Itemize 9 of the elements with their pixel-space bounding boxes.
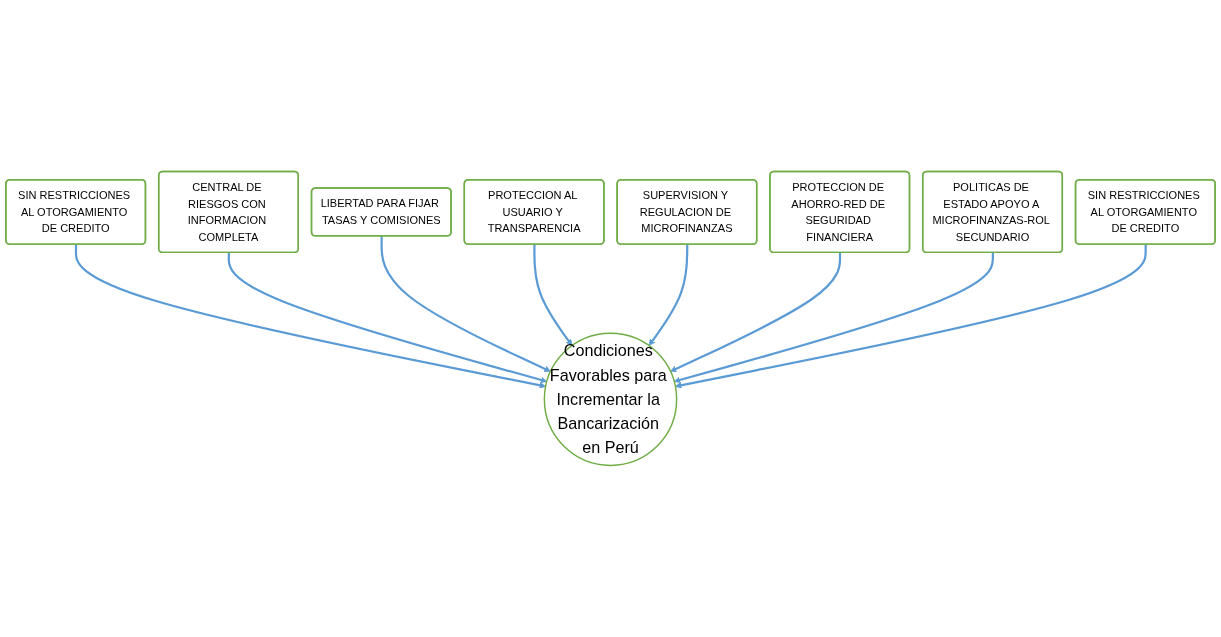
arrow: [227, 252, 548, 384]
arrow: [74, 244, 546, 389]
node-circle: Condiciones Favorables para Incrementar la Bancarización en Perú: [543, 332, 678, 467]
arrow: [673, 252, 994, 384]
arrow: [648, 244, 689, 346]
arrow: [533, 244, 573, 346]
arrow: [675, 244, 1147, 389]
arrow: [670, 252, 842, 372]
arrow: [380, 236, 551, 372]
